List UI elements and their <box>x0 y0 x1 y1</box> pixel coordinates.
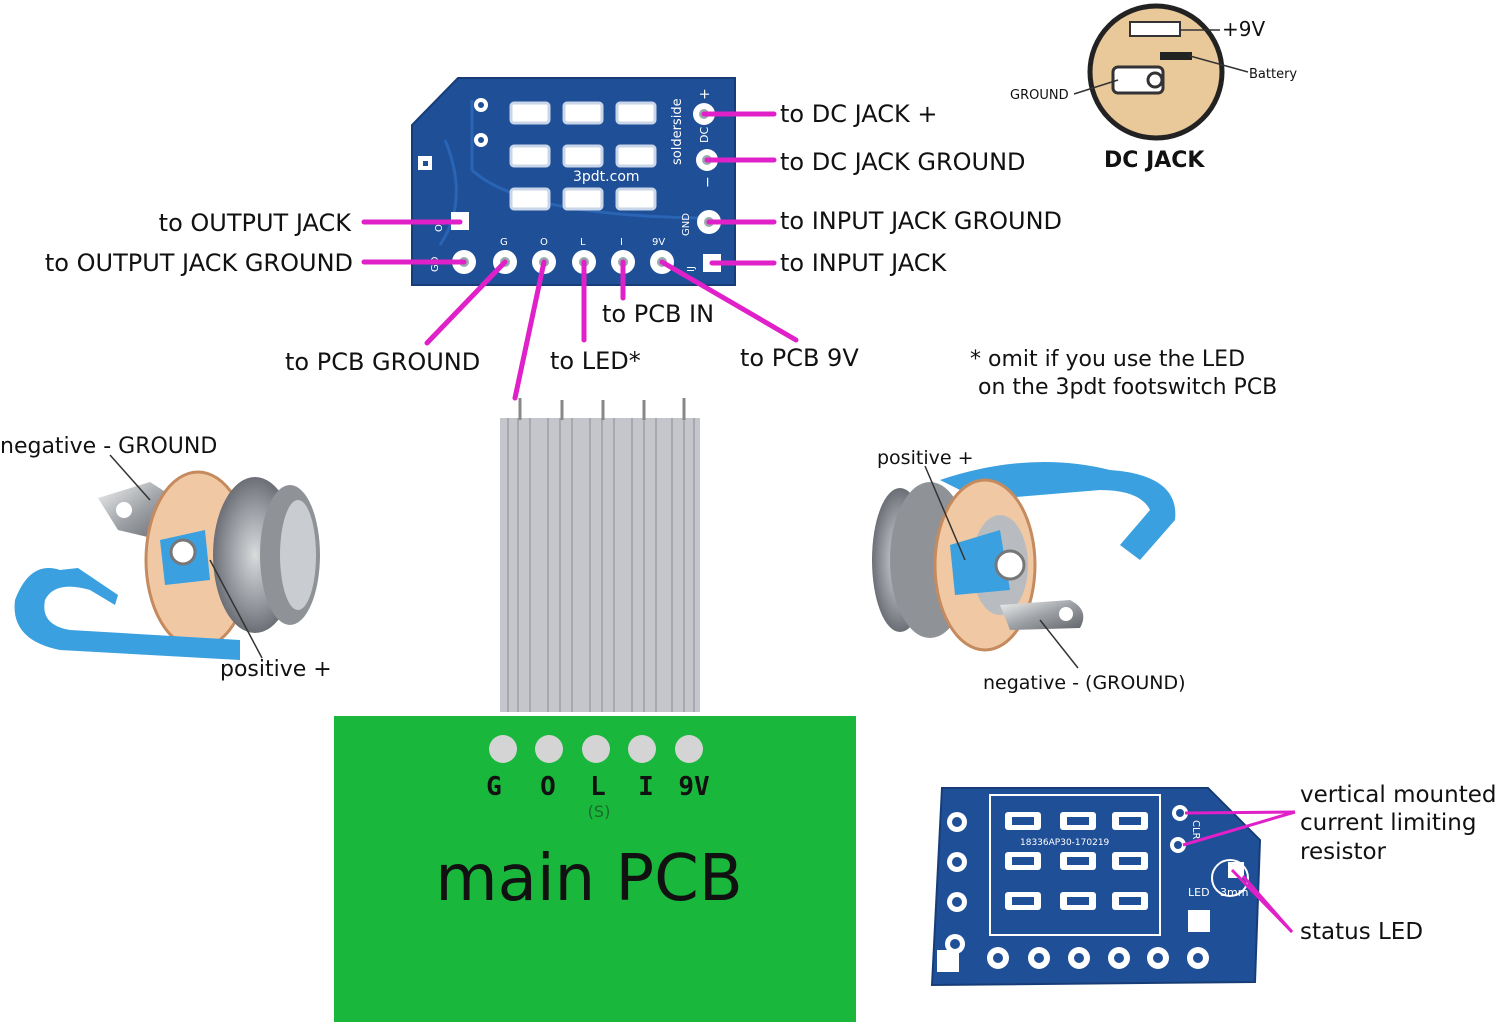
label-pcb-ground: to PCB GROUND <box>285 348 480 376</box>
note-line-1: * omit if you use the LED <box>970 347 1245 372</box>
right-jack-positive: positive + <box>877 447 973 469</box>
right-jack-negative: negative - (GROUND) <box>983 672 1186 694</box>
board-minus: − <box>700 176 716 188</box>
right-jack <box>872 462 1176 669</box>
note-line-2: on the 3pdt footswitch PCB <box>978 375 1277 400</box>
footswitch-part-no: 18336AP30-170219 <box>1020 838 1110 848</box>
resistor-label-3: resistor <box>1300 839 1387 865</box>
label-pcb-in: to PCB IN <box>602 300 714 328</box>
board-pin-l: L <box>580 237 586 248</box>
board-ij: IJ <box>686 266 697 272</box>
main-pcb-pin-i: I <box>638 772 654 802</box>
footswitch-size: 3mm <box>1220 886 1248 899</box>
footswitch-pointers <box>1182 810 1296 934</box>
status-led-label: status LED <box>1300 919 1423 945</box>
footswitch-led: LED <box>1188 886 1210 899</box>
main-pcb-pin-g: G <box>486 772 502 802</box>
dc-jack-battery: Battery <box>1249 67 1297 82</box>
resistor-label-2: current limiting <box>1300 810 1476 836</box>
board-solderside: solderside <box>670 98 685 165</box>
label-output-jack: to OUTPUT JACK <box>159 209 353 237</box>
board-oj: OJ <box>434 221 445 232</box>
left-jack-negative: negative - GROUND <box>0 434 217 459</box>
resistor-label-1: vertical mounted <box>1300 782 1496 808</box>
label-output-ground: to OUTPUT JACK GROUND <box>45 249 353 277</box>
label-input-jack: to INPUT JACK <box>780 249 947 277</box>
main-pcb-sub: (S) <box>588 802 611 821</box>
main-pcb-title: main PCB <box>435 842 742 916</box>
board-dc: DC <box>698 127 711 143</box>
main-pcb-pin-l: L <box>590 772 606 802</box>
footswitch-pcb <box>930 787 1262 987</box>
label-input-ground: to INPUT JACK GROUND <box>780 207 1062 235</box>
label-pcb-9v: to PCB 9V <box>740 344 859 372</box>
label-led: to LED* <box>550 347 641 375</box>
board-plus: + <box>697 88 713 100</box>
dc-jack-9v: +9V <box>1222 17 1265 41</box>
left-jack-positive: positive + <box>220 657 332 682</box>
label-dc-ground: to DC JACK GROUND <box>780 148 1026 176</box>
wiring-lines <box>361 111 799 401</box>
ribbon-cable <box>500 398 700 712</box>
main-pcb <box>334 716 856 1022</box>
dc-jack-title: DC JACK <box>1104 148 1205 173</box>
label-dc-plus: to DC JACK + <box>780 100 937 128</box>
wiring-board: 3pdt.com solderside DC + − GND IJ OJ GD … <box>411 77 736 286</box>
board-pin-g: G <box>500 237 508 248</box>
main-pcb-pin-9v: 9V <box>678 772 709 802</box>
dc-jack-ground: GROUND <box>1010 88 1069 103</box>
board-pin-9v: 9V <box>652 237 665 248</box>
main-pcb-pin-o: O <box>540 772 556 802</box>
board-brand: 3pdt.com <box>573 169 640 185</box>
board-gnd: GND <box>681 213 692 236</box>
board-pin-o: O <box>540 237 548 248</box>
board-pin-i: I <box>620 237 623 248</box>
dc-jack <box>1073 3 1249 141</box>
left-jack <box>14 454 320 660</box>
footswitch-clr: CLR <box>1190 820 1201 840</box>
switch-pads <box>509 101 657 211</box>
